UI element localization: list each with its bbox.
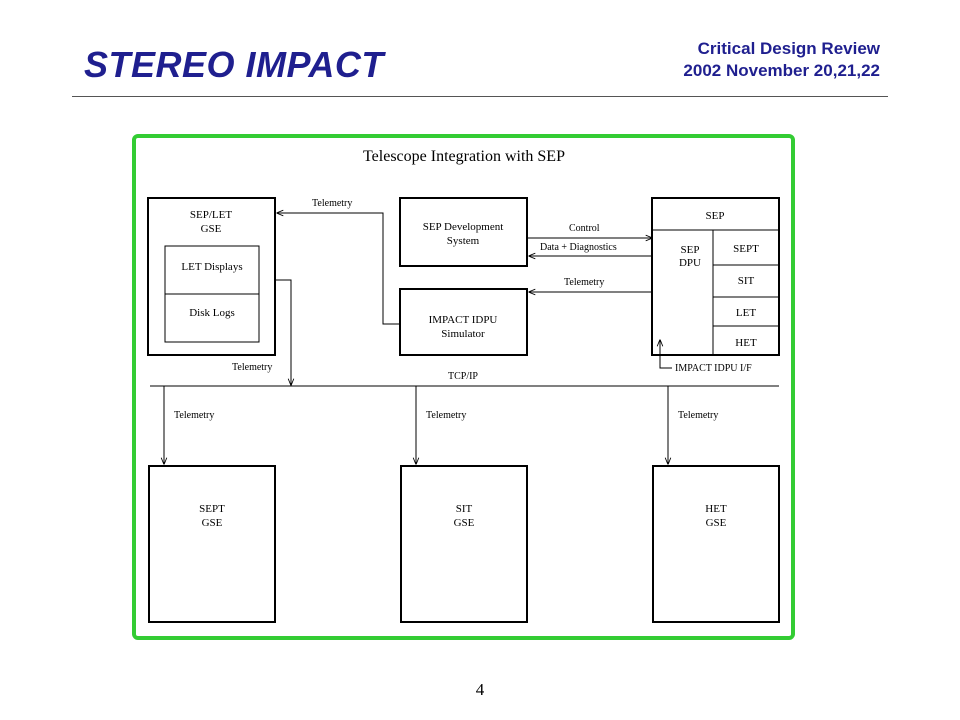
tcpip-label: TCP/IP [448, 371, 478, 382]
telemetry-to-sep-let-arrow [277, 213, 400, 325]
sept-gse-label-1: SEPT [199, 503, 225, 515]
data-diagnostics-label: Data + Diagnostics [540, 242, 617, 253]
sit-gse-label-2: GSE [454, 517, 475, 529]
review-name: Critical Design Review [697, 39, 880, 58]
het-gse-label-1: HET [705, 503, 727, 515]
het-gse-box: HET GSE [652, 465, 780, 623]
sep-development-system-box: SEP Development System [399, 197, 528, 267]
control-label: Control [569, 223, 600, 234]
sep-let-gse-label-1: SEP/LET [190, 209, 232, 221]
impact-idpu-simulator-box: IMPACT IDPU Simulator [399, 288, 528, 356]
sep-let-gse-label-2: GSE [201, 223, 222, 235]
sep-box: SEP SEP DPU SEPT SIT LET HET [651, 197, 780, 356]
sit-gse-label-1: SIT [456, 503, 473, 515]
sept-gse-box: SEPT GSE [148, 465, 276, 623]
sept-cell: SEPT [733, 243, 759, 255]
sept-gse-label-2: GSE [202, 517, 223, 529]
telemetry-top-label: Telemetry [312, 198, 352, 209]
sep-dpu-label-1: SEP [681, 244, 700, 256]
disk-logs-label: Disk Logs [189, 307, 235, 319]
idpu-if-label: IMPACT IDPU I/F [675, 363, 752, 374]
idpu-sim-label-1: IMPACT IDPU [429, 314, 498, 326]
header-divider [72, 96, 888, 97]
het-gse-label-2: GSE [706, 517, 727, 529]
sep-header: SEP [706, 210, 725, 222]
review-dates: 2002 November 20,21,22 [683, 61, 880, 80]
let-cell: LET [736, 307, 756, 319]
review-info: Critical Design Review 2002 November 20,… [683, 38, 880, 82]
sit-gse-box: SIT GSE [400, 465, 528, 623]
sep-dev-label-1: SEP Development [423, 221, 504, 233]
sep-dpu-label-2: DPU [679, 257, 701, 269]
telemetry-b3-label: Telemetry [678, 410, 718, 421]
sep-dev-label-2: System [447, 235, 480, 247]
telemetry-mid-label: Telemetry [564, 277, 604, 288]
slide-title: STEREO IMPACT [84, 44, 384, 85]
page-number: 4 [475, 680, 485, 699]
telemetry-b1-label: Telemetry [174, 410, 214, 421]
telemetry-b2-label: Telemetry [426, 410, 466, 421]
let-displays-label: LET Displays [181, 261, 242, 273]
diagram-frame [132, 134, 795, 640]
sep-let-gse-box: SEP/LET GSE LET Displays Disk Logs [147, 197, 276, 356]
telemetry-left-label: Telemetry [232, 362, 272, 373]
het-cell: HET [735, 337, 757, 349]
idpu-if-arrow [660, 340, 672, 369]
idpu-sim-label-2: Simulator [441, 328, 485, 340]
telemetry-to-bus-arrow [275, 279, 291, 385]
diagram-title: Telescope Integration with SEP [363, 148, 565, 165]
sit-cell: SIT [738, 275, 755, 287]
